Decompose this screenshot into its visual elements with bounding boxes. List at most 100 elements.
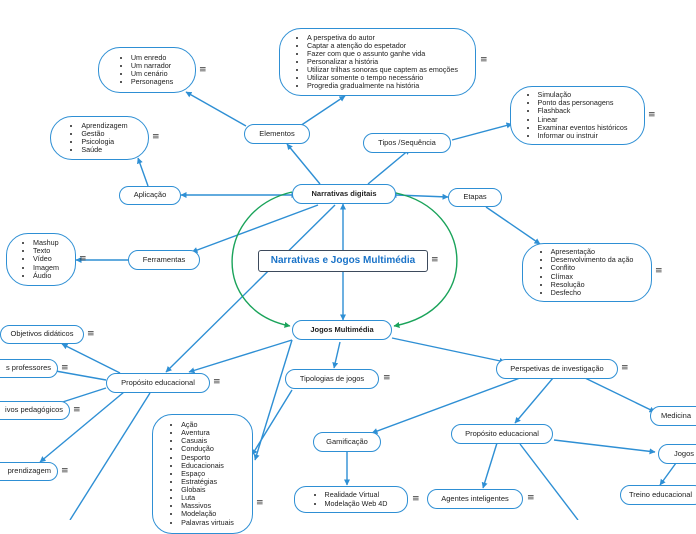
note-icon[interactable]: ≡ — [648, 110, 656, 120]
list-item: Globais — [181, 485, 234, 494]
list-item: Realidade Virtual — [325, 491, 388, 499]
professores-label: s professores — [5, 363, 51, 373]
list-item: Gestão — [81, 129, 127, 138]
gamificacao-node[interactable]: Gamificação — [313, 432, 381, 452]
objetivos-didaticos-node[interactable]: Objetivos didáticos — [0, 325, 84, 344]
list-item: Espaço — [181, 469, 234, 478]
elementos-list-b[interactable]: A perspetiva do autor Captar a atenção d… — [279, 28, 476, 96]
aprendizagem-label: prendizagem — [7, 466, 51, 476]
list-item: Simulação — [538, 90, 628, 99]
gamificacao-list[interactable]: Realidade Virtual Modelação Web 4D — [294, 486, 408, 513]
list-item: Psicologia — [81, 137, 127, 146]
list-item: Conflito — [551, 264, 634, 272]
note-icon[interactable]: ≡ — [527, 493, 535, 503]
note-icon[interactable]: ≡ — [655, 266, 663, 276]
elementos-label: Elementos — [259, 128, 295, 138]
list-item: Um cenário — [131, 69, 173, 78]
aplicacao-node[interactable]: Aplicação — [119, 186, 181, 205]
perspetivas-label: Perspetivas de investigação — [510, 363, 604, 373]
list-item: Ação — [181, 420, 234, 429]
perspetivas-node[interactable]: Perspetivas de investigação — [496, 359, 618, 379]
list-item: Aprendizagem — [81, 121, 127, 130]
note-icon[interactable]: ≡ — [87, 329, 95, 339]
central-topic-label: Narrativas e Jogos Multimédia — [270, 255, 416, 267]
list-item: Desporto — [181, 453, 234, 462]
list-item: Captar a atenção do espetador — [307, 41, 458, 50]
tipologias-list[interactable]: Ação Aventura Casuais Condução Desporto … — [152, 414, 253, 534]
list-item: Um enredo — [131, 53, 173, 62]
proposito-educacional-left-node[interactable]: Propósito educacional — [106, 373, 210, 393]
treino-label: Treino educacional — [629, 489, 693, 499]
list-item: Estratégias — [181, 477, 234, 486]
list-item: Aventura — [181, 428, 234, 437]
treino-educacional-node[interactable]: Treino educacional — [620, 485, 696, 505]
list-item: Resolução — [551, 280, 634, 289]
note-icon[interactable]: ≡ — [61, 466, 69, 476]
list-item: Modelação Web 4D — [325, 499, 388, 508]
list-item: Modelação — [181, 510, 234, 518]
note-icon[interactable]: ≡ — [199, 65, 207, 75]
tipos-list[interactable]: Simulação Ponto das personagens Flashbac… — [510, 86, 645, 145]
tipologias-node[interactable]: Tipologias de jogos — [285, 369, 379, 389]
jogos-multimedia-label: Jogos Multimédia — [310, 324, 374, 334]
narrativas-digitais-label: Narrativas digitais — [311, 188, 377, 198]
proposito-left-label: Propósito educacional — [121, 377, 195, 387]
list-item: Examinar eventos históricos — [538, 123, 628, 132]
etapas-label: Etapas — [463, 192, 487, 202]
tipos-sequencia-node[interactable]: Tipos /Sequência — [363, 133, 451, 153]
list-item: Ponto das personagens — [538, 99, 628, 107]
note-icon[interactable]: ≡ — [480, 55, 488, 65]
ferramentas-node[interactable]: Ferramentas — [128, 250, 200, 270]
elementos-node[interactable]: Elementos — [244, 124, 310, 144]
objetivos-pedagogicos-label: ivos pedagógicos — [5, 405, 63, 415]
list-item: Fazer com que o assunto ganhe vida — [307, 49, 458, 58]
jogos-s-node[interactable]: Jogos s — [658, 444, 696, 464]
objetivos-didaticos-label: Objetivos didáticos — [10, 329, 74, 339]
list-item: Linear — [538, 115, 628, 124]
proposito-right-label: Propósito educacional — [465, 428, 539, 438]
list-item: Texto — [33, 247, 59, 255]
etapas-list[interactable]: Apresentação Desenvolvimento da ação Con… — [522, 243, 652, 302]
note-icon[interactable]: ≡ — [431, 255, 439, 265]
narrativas-digitais-node[interactable]: Narrativas digitais — [292, 184, 396, 204]
aplicacao-list[interactable]: Aprendizagem Gestão Psicologia Saúde — [50, 116, 149, 160]
jogos-multimedia-node[interactable]: Jogos Multimédia — [292, 320, 392, 340]
note-icon[interactable]: ≡ — [412, 494, 420, 504]
list-item: Apresentação — [551, 247, 634, 256]
list-item: Educacionais — [181, 461, 234, 470]
elementos-list-a[interactable]: Um enredo Um narrador Um cenário Persona… — [98, 47, 196, 93]
note-icon[interactable]: ≡ — [73, 405, 81, 415]
list-item: Massivos — [181, 502, 234, 510]
central-topic[interactable]: Narrativas e Jogos Multimédia — [258, 250, 428, 272]
list-item: Um narrador — [131, 61, 173, 70]
professores-node[interactable]: s professores — [0, 359, 58, 378]
list-item: Áudio — [33, 271, 59, 280]
note-icon[interactable]: ≡ — [152, 132, 160, 142]
note-icon[interactable]: ≡ — [256, 498, 264, 508]
mind-map-connectors — [39, 91, 677, 520]
list-item: A perspetiva do autor — [307, 33, 458, 42]
note-icon[interactable]: ≡ — [213, 377, 221, 387]
list-item: Desenvolvimento da ação — [551, 256, 634, 264]
note-icon[interactable]: ≡ — [383, 373, 391, 383]
ferramentas-list[interactable]: Mashup Texto Vídeo Imagem Áudio — [6, 233, 76, 286]
note-icon[interactable]: ≡ — [79, 254, 87, 264]
proposito-educacional-right-node[interactable]: Propósito educacional — [451, 424, 553, 444]
medicina-node[interactable]: Medicina — [650, 406, 696, 426]
note-icon[interactable]: ≡ — [61, 363, 69, 373]
list-item: Progredia gradualmente na história — [307, 82, 458, 90]
note-icon[interactable]: ≡ — [621, 363, 629, 373]
aprendizagem-node[interactable]: prendizagem — [0, 462, 58, 481]
agentes-inteligentes-node[interactable]: Agentes inteligentes — [427, 489, 523, 509]
aplicacao-label: Aplicação — [133, 190, 167, 200]
ferramentas-label: Ferramentas — [142, 254, 186, 264]
etapas-node[interactable]: Etapas — [448, 188, 502, 207]
objetivos-pedagogicos-node[interactable]: ivos pedagógicos — [0, 401, 70, 420]
agentes-label: Agentes inteligentes — [441, 493, 509, 503]
list-item: Vídeo — [33, 255, 59, 263]
list-item: Utilizar trilhas sonoras que captem as e… — [307, 65, 458, 74]
list-item: Condução — [181, 445, 234, 453]
list-item: Utilizar somente o tempo necessário — [307, 74, 458, 82]
tipologias-label: Tipologias de jogos — [299, 373, 365, 383]
gamificacao-label: Gamificação — [326, 436, 368, 446]
